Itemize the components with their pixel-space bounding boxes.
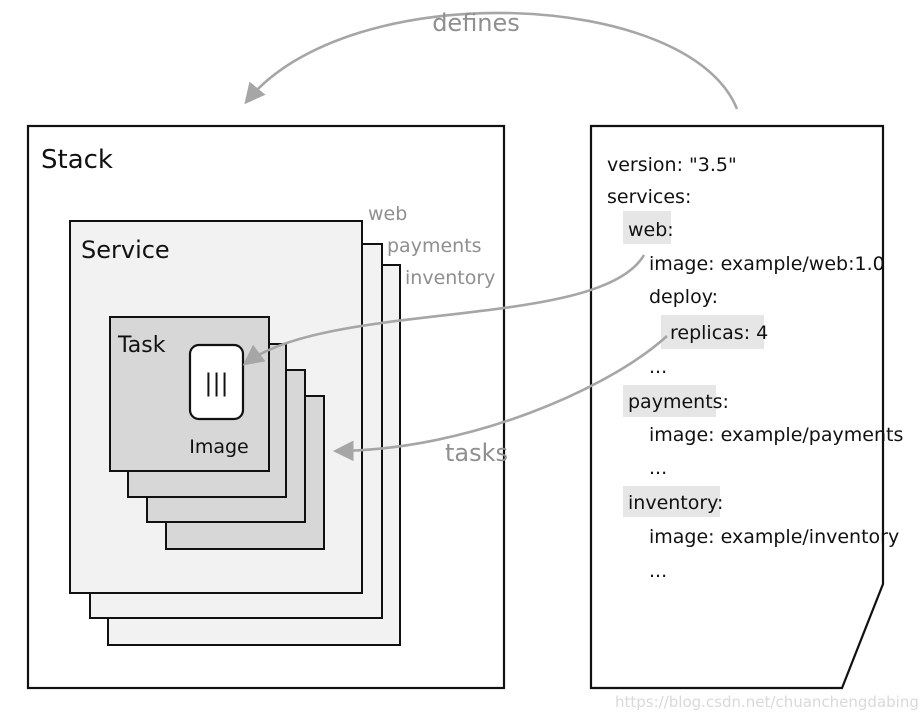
stack-title: Stack — [41, 145, 113, 175]
tasks-link-arrow — [332, 335, 668, 462]
compose-line-payments-image: image: example/payments — [649, 424, 903, 446]
compose-file-page — [589, 124, 885, 690]
defines-arrow — [244, 11, 739, 110]
highlight-payments — [623, 385, 716, 417]
compose-line-payments: payments: — [628, 391, 729, 413]
image-icon-frame — [188, 343, 245, 421]
compose-line-version: version: "3.5" — [607, 154, 737, 176]
tasks-label: tasks — [445, 439, 508, 467]
service-title: Service — [81, 236, 170, 264]
image-icon-glyph: ||| — [204, 369, 228, 397]
task-title: Task — [117, 333, 166, 358]
compose-line-ellipsis-1: ... — [649, 356, 667, 378]
compose-line-ellipsis-3: ... — [649, 560, 667, 582]
compose-line-replicas: replicas: 4 — [670, 322, 768, 344]
compose-line-web-image: image: example/web:1.0 — [649, 253, 885, 275]
service-label-web: web — [368, 203, 407, 225]
highlight-web — [623, 211, 671, 244]
service-label-inventory: inventory — [405, 267, 495, 289]
image-icon: ||| — [188, 343, 245, 421]
highlight-inventory — [623, 486, 720, 517]
compose-line-services: services: — [607, 186, 691, 208]
watermark: https://blog.csdn.net/chuanchengdabing — [615, 693, 919, 711]
image-label: Image — [189, 436, 249, 458]
compose-line-inventory-image: image: example/inventory — [649, 526, 899, 548]
highlight-replicas — [661, 315, 764, 349]
compose-line-deploy: deploy: — [649, 286, 718, 308]
image-link-arrow — [242, 254, 646, 366]
compose-line-ellipsis-2: ... — [649, 457, 667, 479]
defines-label: defines — [432, 9, 520, 37]
service-label-payments: payments — [387, 235, 482, 257]
compose-line-inventory: inventory: — [628, 492, 723, 514]
compose-line-web: web: — [628, 219, 674, 241]
